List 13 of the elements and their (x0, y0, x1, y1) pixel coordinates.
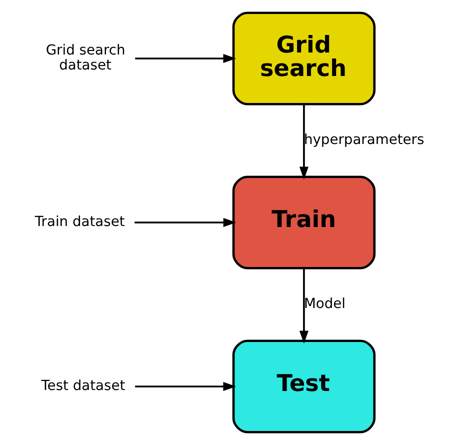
arrow (135, 382, 236, 392)
node-box: Train (232, 176, 376, 270)
edge-label: Model (304, 296, 346, 312)
edge-label: hyperparameters (304, 132, 424, 148)
node-box: Test (232, 340, 376, 434)
arrow (134, 218, 236, 228)
node-text: Train dataset (34, 214, 125, 230)
arrow (135, 54, 236, 64)
node-box: Grid search (232, 12, 376, 106)
arrow (299, 268, 308, 344)
node-text: Grid search dataset (46, 42, 126, 74)
node-text: Test dataset (41, 378, 126, 394)
arrow (299, 104, 308, 180)
